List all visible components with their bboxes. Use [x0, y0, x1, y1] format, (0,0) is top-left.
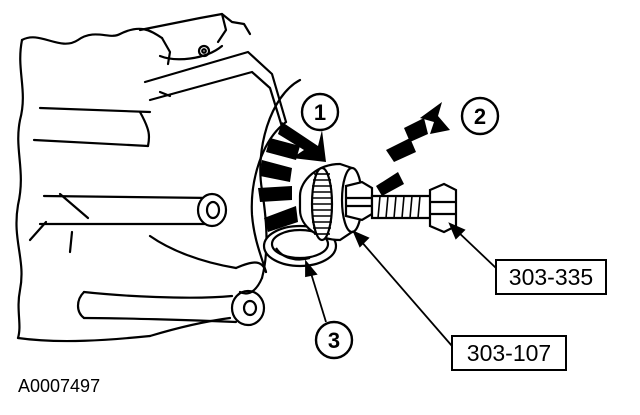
rotation-arrow-1 [258, 122, 326, 232]
label-303-335: 303-335 [495, 259, 607, 295]
callout-2-label: 2 [474, 104, 486, 129]
leader-303-335 [448, 222, 497, 269]
callout-2: 2 [460, 96, 500, 136]
bolt-tool [344, 180, 458, 234]
rotation-arrow-2 [376, 102, 450, 196]
engine-housing [15, 12, 302, 343]
label-303-107: 303-107 [451, 335, 567, 371]
leader-303-107 [352, 230, 453, 347]
callout-3: 3 [314, 320, 354, 360]
callout-1-label: 1 [314, 100, 326, 125]
figure-id: A0007497 [18, 376, 100, 396]
leader-callout-3 [305, 259, 327, 323]
callout-3-label: 3 [328, 328, 340, 353]
label-303-107-text: 303-107 [467, 340, 551, 366]
label-303-335-text: 303-335 [509, 264, 593, 290]
callout-1: 1 [300, 92, 340, 132]
